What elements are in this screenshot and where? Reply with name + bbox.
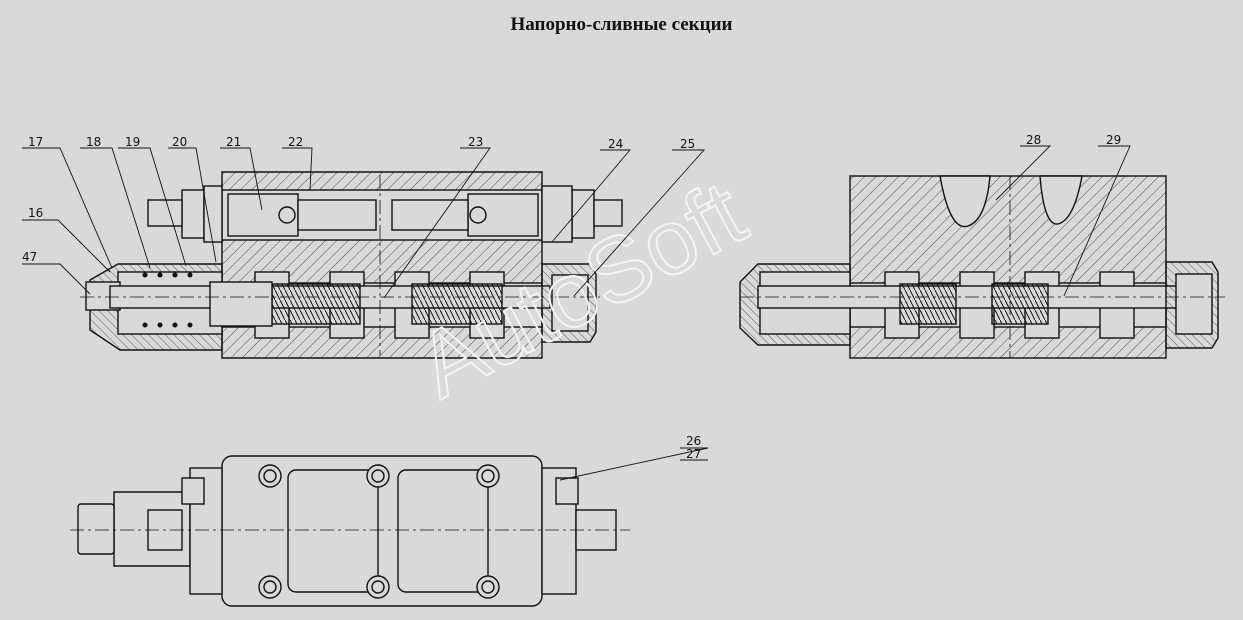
bottom-plan-view [70,455,630,607]
callout-labels: 17 18 19 20 21 22 23 24 25 16 47 28 29 2… [22,133,1121,461]
leader-lines [22,145,1131,481]
callout-24: 24 [608,137,623,151]
callout-27: 27 [686,447,701,461]
callout-16: 16 [28,206,43,220]
upper-plunger-left [227,193,299,237]
callout-19: 19 [125,135,140,149]
callout-21: 21 [226,135,241,149]
left-section-view [80,171,623,359]
callout-17: 17 [28,135,43,149]
callout-22: 22 [288,135,303,149]
callout-47: 47 [22,250,37,264]
callout-25: 25 [680,137,695,151]
right-section-view [739,175,1225,359]
callout-26: 26 [686,434,701,448]
page-title: Напорно-сливные секции [510,14,733,35]
callout-23: 23 [468,135,483,149]
left-spring [142,272,193,328]
callout-28: 28 [1026,133,1041,147]
upper-plunger-right [467,193,539,237]
callout-20: 20 [172,135,187,149]
callout-18: 18 [86,135,101,149]
callout-29: 29 [1106,133,1121,147]
plan-bolts [258,464,500,599]
left-upper-nut [181,189,205,239]
